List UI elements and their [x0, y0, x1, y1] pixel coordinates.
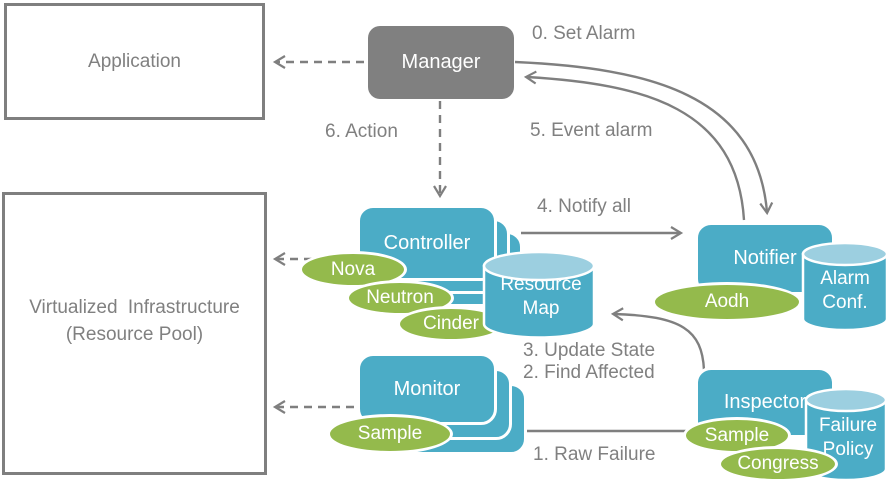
flow-label-update-state: 3. Update State	[523, 340, 656, 361]
manager-label: Manager	[401, 51, 481, 73]
aodh-plugin: Aodh	[652, 282, 802, 322]
flow-label-set-alarm: 0. Set Alarm	[532, 23, 636, 44]
arc-event-alarm	[523, 70, 746, 221]
resource-map-label-line2: Map	[522, 298, 560, 319]
application-node: Application	[4, 3, 265, 120]
flow-label-find-affected: 2. Find Affected	[523, 362, 655, 383]
notifier-label: Notifier	[733, 247, 797, 269]
alarm-conf-label-line2: Conf.	[822, 292, 868, 313]
alarm-conf-label-line1: Alarm	[820, 268, 870, 289]
failure-policy-label-line2: Policy	[822, 439, 874, 460]
failure-policy-label-line1: Failure	[818, 415, 878, 436]
monitor-label: Monitor	[393, 377, 461, 400]
controller-label: Controller	[383, 231, 471, 254]
monitor-sample-label: Sample	[357, 423, 423, 444]
virtualized-infrastructure-label-line2: (Resource Pool)	[65, 323, 204, 345]
alarm-conf-label: Alarm Conf.	[801, 267, 889, 315]
manager-node: Manager	[368, 26, 514, 99]
virtualized-infrastructure-node: Virtualized Infrastructure (Resource Poo…	[2, 192, 267, 475]
failure-policy-label: Failure Policy	[806, 414, 890, 462]
arrow-inspector-to-resource-map	[610, 307, 706, 371]
monitor-sample-plugin: Sample	[327, 414, 453, 454]
alarm-conf-top	[801, 241, 889, 267]
congress-label: Congress	[737, 453, 819, 474]
inspector-label: Inspector	[723, 391, 807, 413]
flow-label-action: 6. Action	[325, 121, 398, 142]
arc-set-alarm	[514, 60, 774, 216]
failure-policy-top	[804, 387, 888, 413]
flow-label-raw-failure: 1. Raw Failure	[533, 444, 656, 465]
virtualized-infrastructure-label-line1: Virtualized Infrastructure	[29, 296, 240, 318]
alarm-conf-cylinder	[801, 241, 889, 332]
resource-map-top	[482, 250, 596, 282]
flow-label-notify-all: 4. Notify all	[537, 196, 631, 217]
resource-map-cylinder	[482, 250, 596, 339]
cinder-label: Cinder	[423, 313, 479, 334]
resource-map-label: Resource Map	[486, 273, 596, 321]
resource-map-body	[482, 264, 596, 339]
flow-label-event-alarm: 5. Event alarm	[530, 120, 653, 141]
nova-label: Nova	[330, 258, 376, 280]
resource-map-label-line1: Resource	[500, 274, 582, 295]
congress-plugin: Congress	[718, 446, 838, 482]
aodh-label: Aodh	[704, 291, 750, 312]
alarm-conf-body	[801, 252, 889, 332]
inspector-sample-label: Sample	[704, 424, 770, 446]
neutron-label: Neutron	[366, 287, 434, 308]
application-label: Application	[88, 50, 181, 72]
